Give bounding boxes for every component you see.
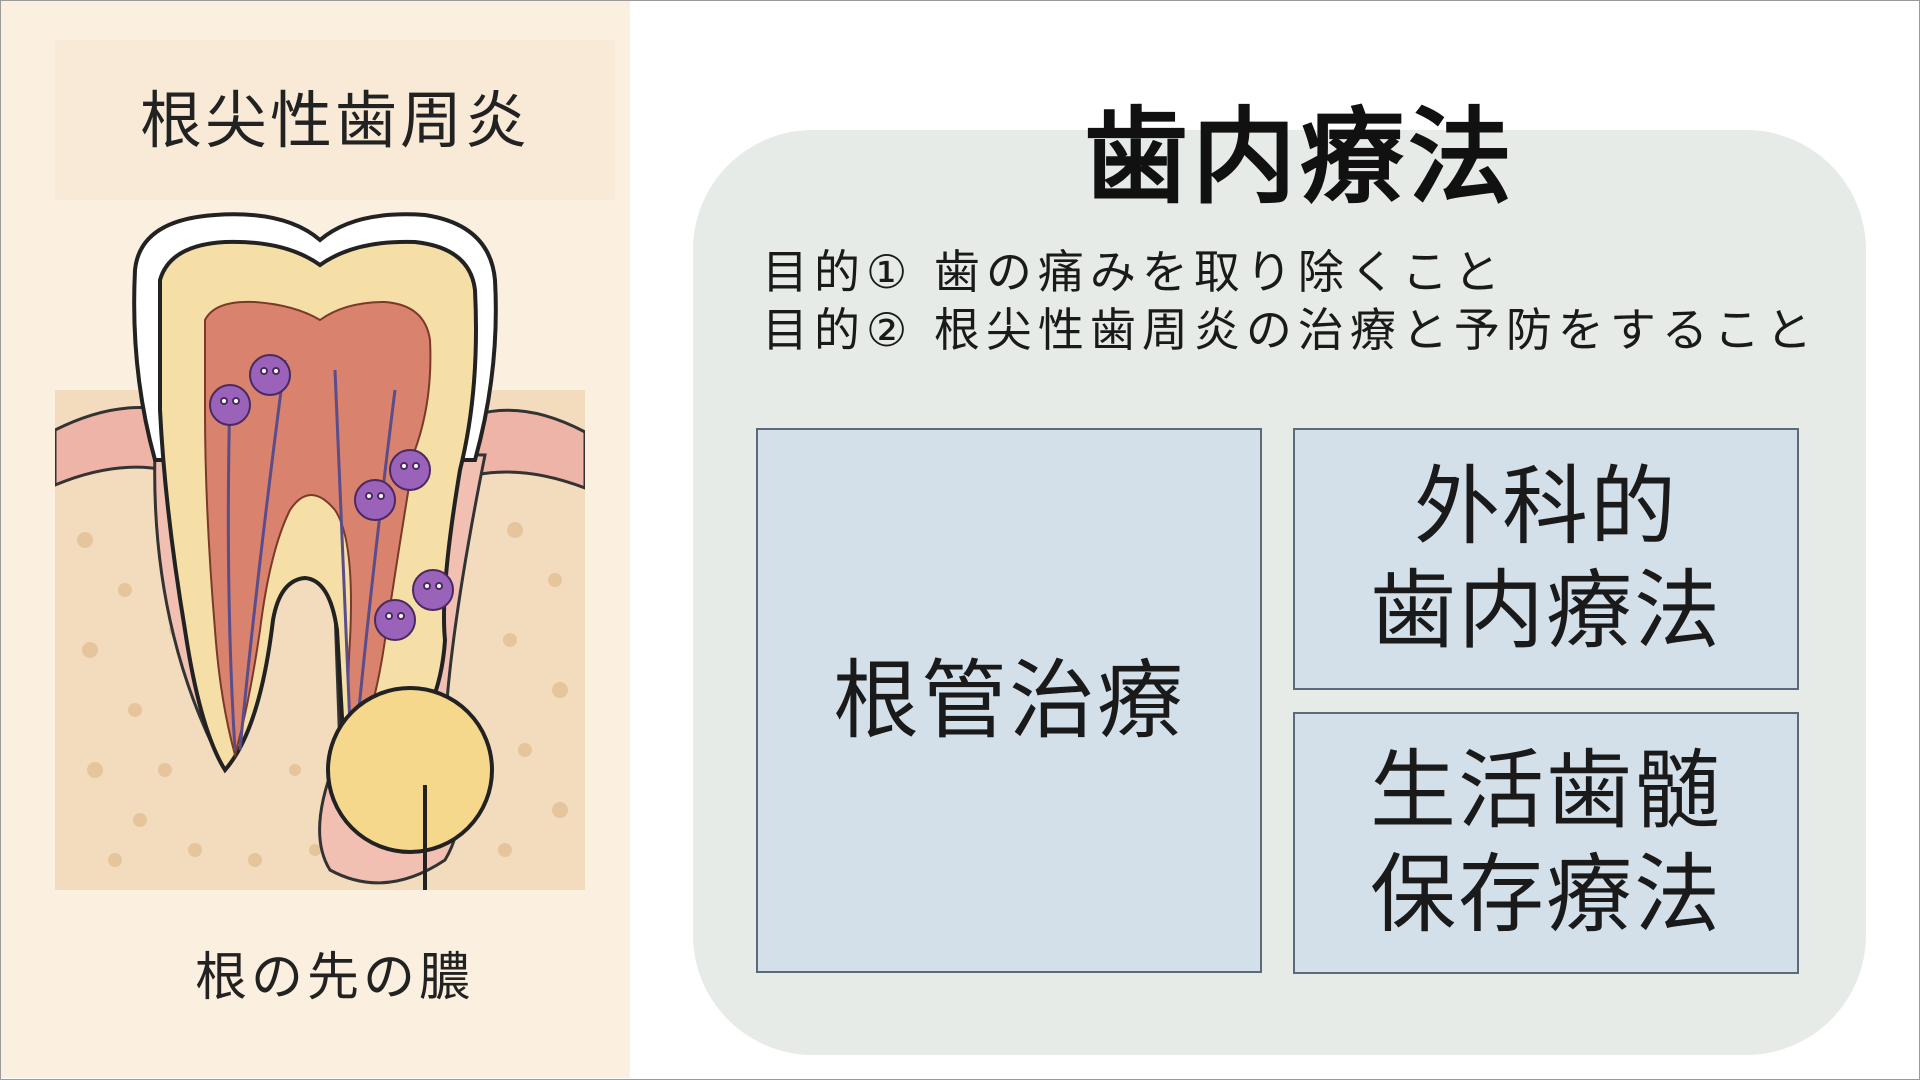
box-root-canal-treatment: 根管治療 (756, 428, 1262, 973)
slide-title: 歯内療法 (1083, 96, 1516, 218)
pus-abscess (326, 686, 494, 854)
illustration-title: 根尖性歯周炎 (139, 84, 530, 157)
illustration-title-band (55, 40, 615, 200)
bone-pores (77, 522, 568, 867)
box-pulp-label: 生活歯髄 保存療法 (1370, 739, 1722, 947)
nerve-lines (226, 359, 397, 751)
illustration-caption: 根の先の膿 (194, 948, 475, 1008)
bacteria-icon (389, 449, 431, 491)
box-pulp-line-2: 保存療法 (1370, 845, 1722, 945)
box-pulp-line-1: 生活歯髄 (1370, 741, 1722, 841)
box-root-canal-label: 根管治療 (833, 650, 1185, 751)
box-surgical-label: 外科的 歯内療法 (1370, 455, 1722, 663)
box-surgical-endodontics: 外科的 歯内療法 (1293, 428, 1799, 690)
bacteria-icon (209, 384, 251, 426)
box-vital-pulp-therapy: 生活歯髄 保存療法 (1293, 712, 1799, 974)
tooth-illustration (55, 212, 585, 890)
box-surgical-line-1: 外科的 (1414, 457, 1678, 557)
purpose-2: 目的② 根尖性歯周炎の治療と予防をすること (762, 303, 1818, 357)
box-surgical-line-2: 歯内療法 (1370, 561, 1722, 661)
bacteria-icon (412, 569, 454, 611)
bacteria-icon (354, 479, 396, 521)
bacteria-group (209, 354, 454, 641)
bacteria-icon (374, 599, 416, 641)
bacteria-icon (249, 354, 291, 396)
purpose-1: 目的① 歯の痛みを取り除くこと (762, 245, 1506, 299)
